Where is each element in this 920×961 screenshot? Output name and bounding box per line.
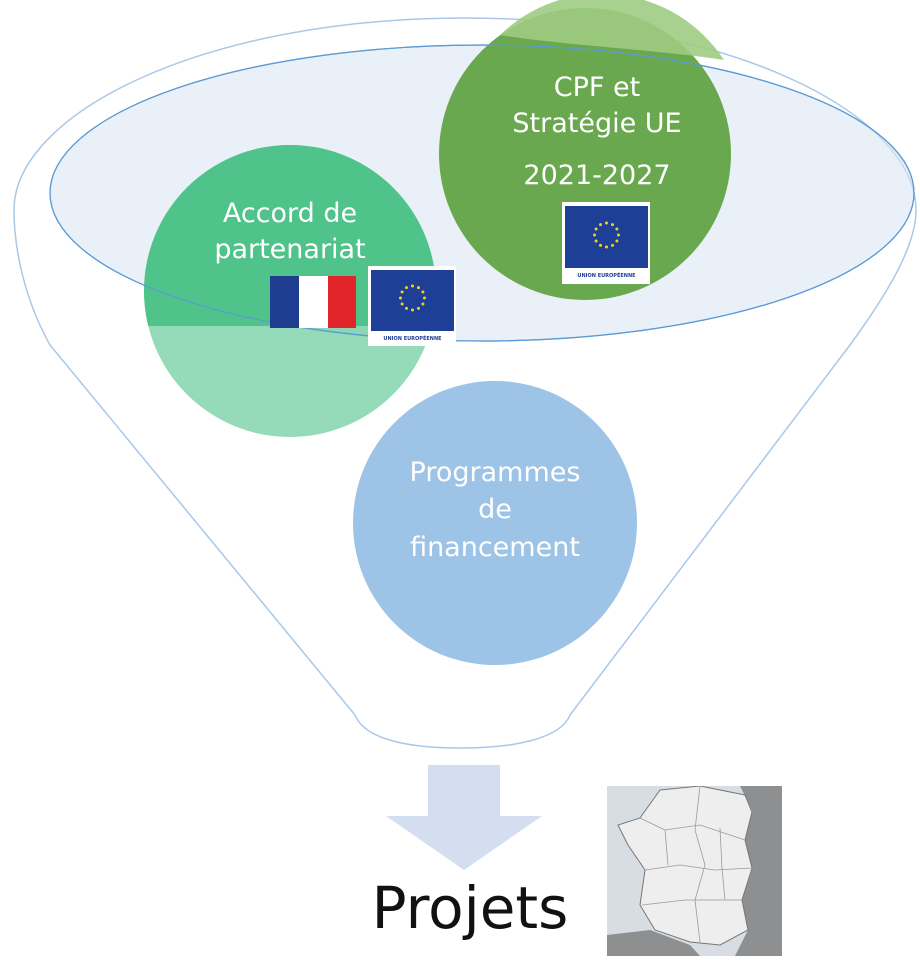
- eu-flag-caption: UNION EUROPÉENNE: [577, 271, 636, 279]
- cpf-line-2: Stratégie UE: [512, 108, 681, 139]
- eu-flag-icon: UNION EUROPÉENNE: [368, 266, 456, 346]
- programmes-line-3: financement: [410, 532, 580, 563]
- circle-accord-top: [144, 145, 436, 326]
- france-map-icon: [607, 786, 782, 956]
- circle-cpf-cap: [500, 0, 724, 60]
- down-arrow-icon: [386, 765, 542, 870]
- eu-flag-icon: UNION EUROPÉENNE: [562, 202, 650, 284]
- cpf-line-1: CPF et: [554, 72, 640, 103]
- circle-cpf: [439, 8, 731, 300]
- projets-label: Projets: [372, 874, 569, 942]
- eu-flag-caption: UNION EUROPÉENNE: [383, 334, 442, 342]
- accord-line-2: partenariat: [214, 234, 365, 265]
- programmes-line-2: de: [478, 494, 512, 525]
- accord-line-1: Accord de: [223, 198, 357, 229]
- cpf-line-3: 2021-2027: [523, 160, 670, 191]
- programmes-line-1: Programmes: [410, 457, 581, 488]
- french-flag-icon: [270, 276, 356, 328]
- circle-programmes: [353, 381, 637, 665]
